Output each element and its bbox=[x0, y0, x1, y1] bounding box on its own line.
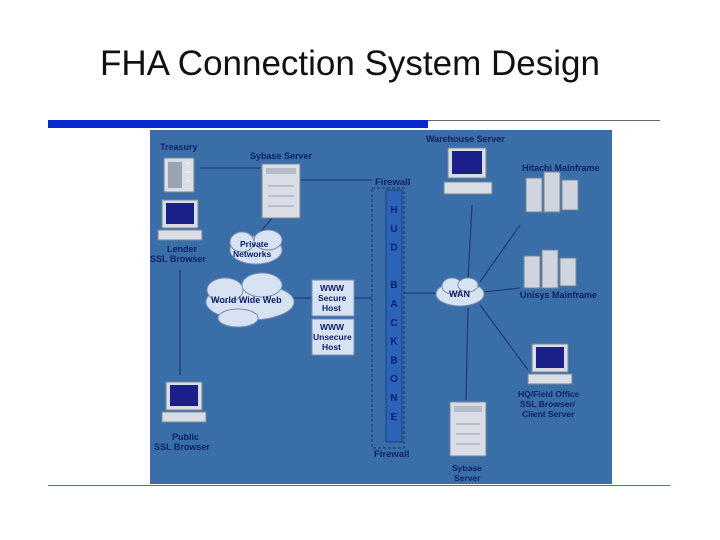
secure-host-line2: Secure bbox=[318, 293, 347, 303]
backbone-letter: D bbox=[390, 243, 397, 254]
title-underline-bar bbox=[48, 120, 428, 128]
private-networks-label-line2: Networks bbox=[233, 249, 272, 259]
world-wide-web-cloud bbox=[205, 272, 295, 328]
sybase-bottom-label-line2: Server bbox=[454, 473, 481, 483]
wan-cloud bbox=[435, 277, 485, 307]
hitachi-label: Hitachi Mainframe bbox=[522, 163, 600, 173]
backbone-letter: A bbox=[390, 299, 397, 310]
lender-label-line2: SSL Browser bbox=[150, 254, 206, 264]
firewall-top-frame bbox=[371, 187, 405, 449]
treasury-server bbox=[163, 157, 195, 193]
footer-rule bbox=[48, 485, 670, 486]
backbone-letter: C bbox=[390, 318, 397, 329]
backbone-letter: U bbox=[390, 224, 397, 235]
backbone-letter: K bbox=[390, 337, 398, 348]
sybase-bottom-label-line1: Sybase bbox=[452, 463, 482, 473]
wan-label: WAN bbox=[449, 289, 470, 299]
public-label-line1: Public bbox=[172, 432, 199, 442]
unsecure-host-line3: Host bbox=[322, 342, 341, 352]
backbone-letter: N bbox=[390, 393, 397, 404]
public-label-line2: SSL Browser bbox=[154, 442, 210, 452]
link-wan-hitachi bbox=[479, 224, 521, 283]
unsecure-host-line1: WWW bbox=[320, 322, 345, 332]
backbone-letter: B bbox=[390, 280, 397, 291]
secure-host-line3: Host bbox=[322, 303, 341, 313]
link-wan-warehouse bbox=[467, 204, 473, 281]
link-wan-unisys bbox=[483, 287, 521, 293]
unisys-label: Unisys Mainframe bbox=[520, 290, 597, 300]
title-underline-rule bbox=[428, 120, 660, 121]
hq-label-line3: Client Server bbox=[522, 409, 575, 419]
private-networks-cloud bbox=[229, 229, 283, 265]
unisys-mainframe-icon bbox=[523, 249, 577, 289]
www-unsecure-host-box bbox=[311, 318, 355, 356]
warehouse-label: Warehouse Server bbox=[426, 134, 505, 144]
backbone-letter: B bbox=[390, 355, 397, 366]
backbone-letter: H bbox=[390, 205, 397, 216]
hq-label-line1: HQ/Field Office bbox=[518, 389, 580, 399]
lender-computer-icon bbox=[157, 199, 203, 241]
lender-label-line1: Lender bbox=[167, 244, 198, 254]
firewall-bottom-label: Firewall bbox=[374, 449, 409, 460]
secure-host-line1: WWW bbox=[320, 283, 345, 293]
hud-backbone bbox=[385, 189, 403, 443]
sybase-server-bottom bbox=[449, 401, 487, 457]
world-wide-web-label: World Wide Web bbox=[211, 295, 282, 305]
sybase-server-top bbox=[261, 163, 301, 219]
warehouse-computer-icon bbox=[443, 147, 493, 195]
sybase-top-label: Sybase Server bbox=[250, 151, 313, 161]
backbone-letter: O bbox=[390, 374, 398, 385]
hq-label-line2: SSL Browser/ bbox=[520, 399, 576, 409]
private-networks-label-line1: Private bbox=[240, 239, 269, 249]
backbone-letter: E bbox=[391, 412, 398, 423]
link-wan-sybase-bottom bbox=[465, 307, 469, 401]
public-computer-icon bbox=[161, 381, 207, 423]
hq-field-office-computer-icon bbox=[527, 343, 573, 385]
www-secure-host-box bbox=[311, 279, 355, 317]
treasury-label: Treasury bbox=[160, 142, 198, 152]
hitachi-mainframe-icon bbox=[525, 171, 579, 213]
link-wan-hq bbox=[479, 304, 529, 371]
unsecure-host-line2: Unsecure bbox=[313, 332, 352, 342]
firewall-top-label: Firewall bbox=[375, 177, 410, 188]
slide-title: FHA Connection System Design bbox=[100, 44, 600, 83]
